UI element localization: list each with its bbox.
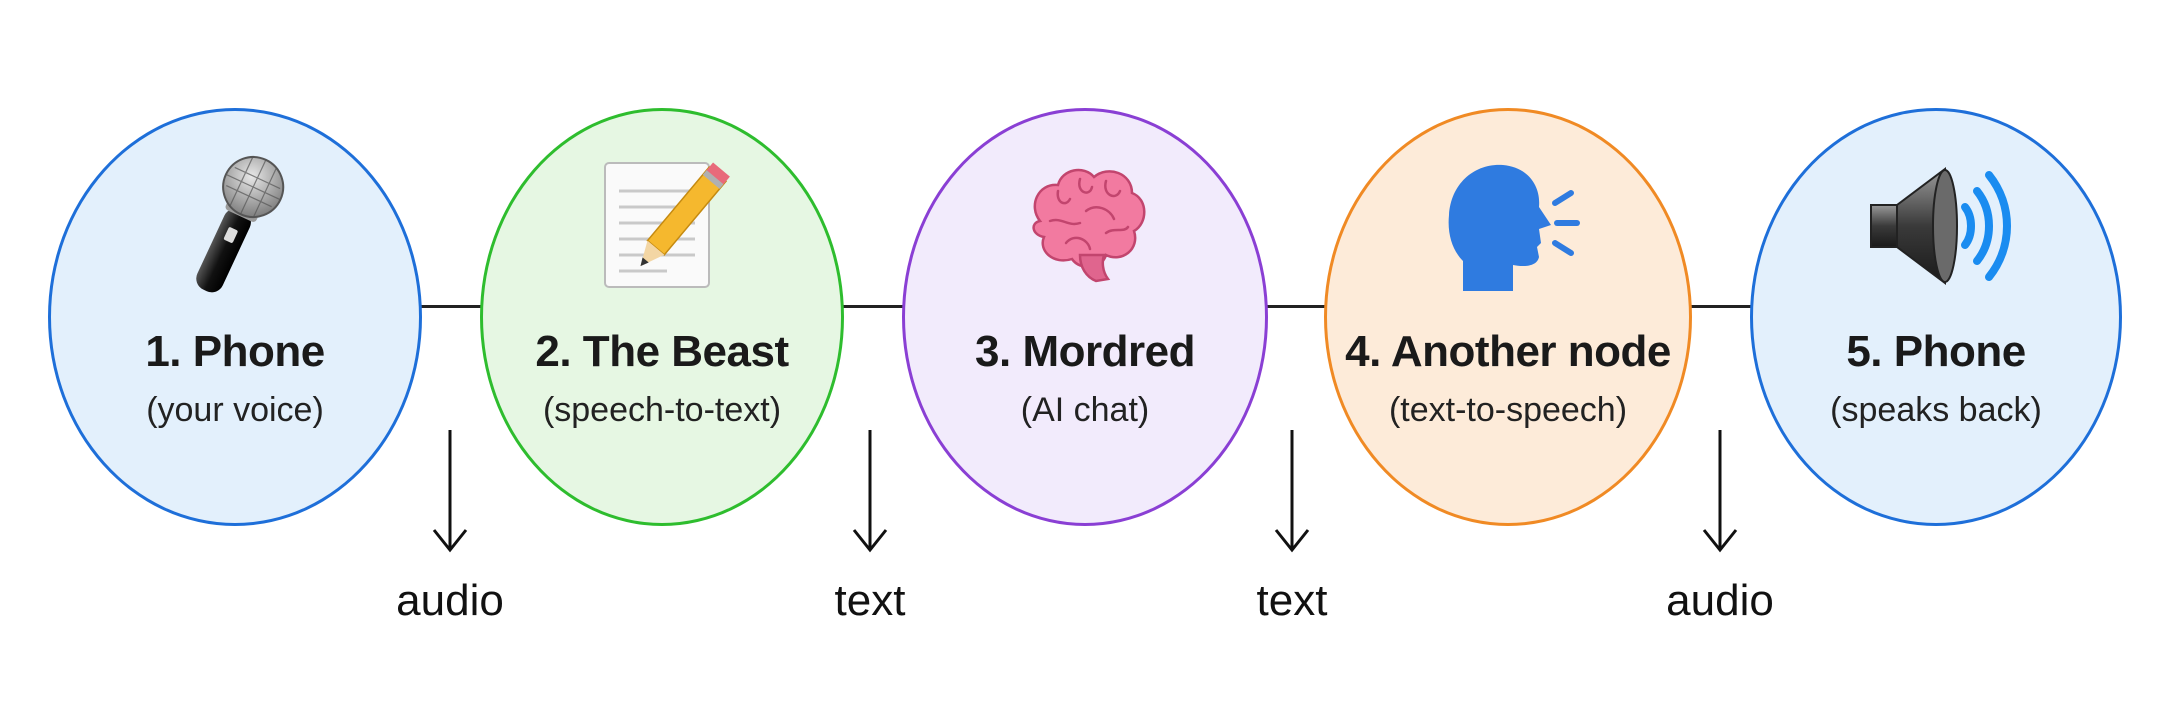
node-title: 4. Another node [1345, 327, 1671, 376]
down-arrow-icon [852, 430, 888, 553]
node-title: 2. The Beast [535, 327, 789, 376]
connector-line [842, 305, 904, 308]
node-subtitle: (speech-to-text) [542, 391, 782, 429]
node-subtitle: (your voice) [146, 391, 324, 429]
node-title: 3. Mordred [975, 327, 1195, 376]
down-arrow-icon [432, 430, 468, 553]
speaker-icon [1870, 167, 2011, 285]
connector-line [420, 305, 482, 308]
flow-label: text [834, 576, 906, 625]
flow-audio-2: audio [1650, 430, 1790, 626]
connector-line [1266, 305, 1328, 308]
flow-label: text [1256, 576, 1328, 625]
node-subtitle: (text-to-speech) [1388, 391, 1628, 429]
node-phone-input: 1. Phone (your voice) [48, 108, 422, 526]
node-title: 1. Phone [145, 327, 325, 376]
speaking-head-icon [1448, 164, 1580, 291]
flow-text-1: text [800, 430, 940, 626]
flow-label: audio [1666, 576, 1774, 625]
connector-line [1690, 305, 1752, 308]
node-phone-output: 5. Phone (speaks back) [1750, 108, 2122, 526]
node-subtitle: (speaks back) [1830, 391, 2042, 429]
node-title: 5. Phone [1846, 327, 2026, 376]
microphone-icon [196, 156, 285, 293]
node-another-node: 4. Another node (text-to-speech) [1324, 108, 1692, 526]
node-the-beast: 2. The Beast (speech-to-text) [480, 108, 844, 526]
node-subtitle: (AI chat) [1020, 391, 1150, 429]
node-mordred: 3. Mordred (AI chat) [902, 108, 1268, 526]
brain-icon [1032, 168, 1146, 283]
flow-text-2: text [1222, 430, 1362, 626]
down-arrow-icon [1702, 430, 1738, 553]
flow-label: audio [396, 576, 504, 625]
down-arrow-icon [1274, 430, 1310, 553]
flow-audio-1: audio [380, 430, 520, 626]
notepad-pencil-icon [604, 162, 730, 288]
